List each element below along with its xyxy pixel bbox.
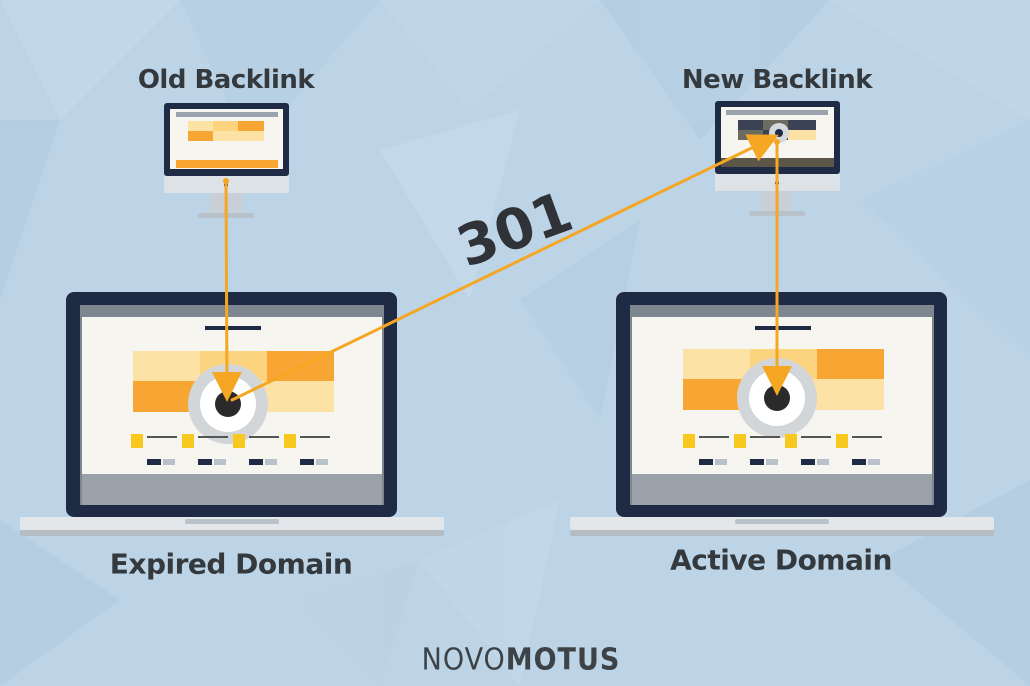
new-backlink-label: New Backlink (681, 65, 873, 95)
old-backlink-label: Old Backlink (137, 65, 315, 95)
brand-part-novo: NOVO (421, 642, 506, 678)
old-backlink-node (223, 178, 229, 184)
active-domain-label: Active Domain (670, 543, 892, 577)
old-backlink-monitor (164, 103, 289, 218)
new-backlink-node (774, 139, 780, 145)
brand-part-motus: MOTUS (505, 642, 621, 678)
active-domain-laptop (570, 292, 994, 536)
redirect-301-arrow (230, 134, 779, 402)
expired-domain-label: Expired Domain (109, 547, 353, 581)
old-backlink-arrow (211, 179, 242, 402)
brand-logo: NOVOMOTUS (422, 643, 621, 678)
arrows (211, 134, 792, 402)
expired-domain-laptop (20, 292, 444, 536)
